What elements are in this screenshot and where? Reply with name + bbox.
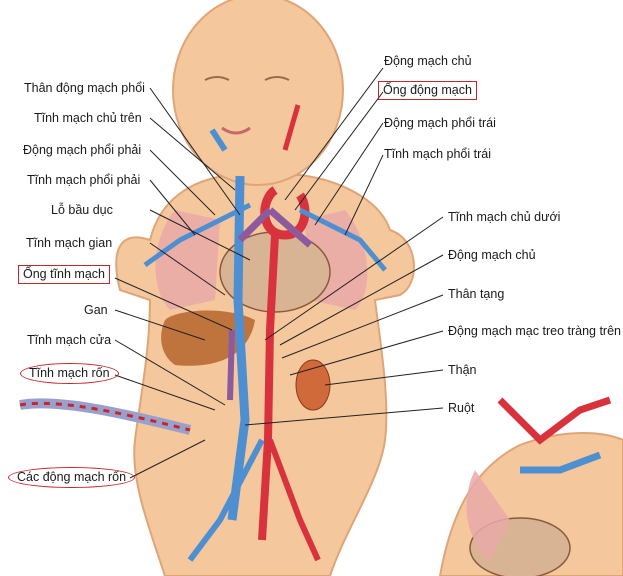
label-left-pulmonary-artery: Động mạch phổi trái <box>384 116 496 130</box>
label-ductus-venosus: Ống tĩnh mạch <box>18 265 110 284</box>
label-umbilical-vein: Tĩnh mạch rốn <box>20 363 119 384</box>
label-kidney: Thận <box>448 363 477 377</box>
label-left-pulmonary-vein: Tĩnh mạch phổi trái <box>384 147 491 161</box>
label-pulmonary-trunk: Thân động mạch phổi <box>24 81 145 95</box>
label-intestine: Ruột <box>448 401 475 415</box>
label-right-pulmonary-artery: Động mạch phổi phải <box>23 143 142 157</box>
label-aorta-top: Động mạch chủ <box>384 54 472 68</box>
label-intermediate-vein: Tĩnh mạch gian <box>26 236 113 250</box>
label-celiac-trunk: Thân tạng <box>448 287 505 301</box>
label-superior-vena-cava: Tĩnh mạch chủ trên <box>34 111 142 125</box>
label-right-pulmonary-vein: Tĩnh mạch phổi phải <box>27 173 141 187</box>
label-foramen-ovale: Lỗ bầu dục <box>51 203 113 217</box>
label-aorta: Động mạch chủ <box>448 248 536 262</box>
label-portal-vein: Tĩnh mạch cửa <box>27 333 112 347</box>
label-liver: Gan <box>84 303 108 317</box>
label-superior-mesenteric-artery: Động mạch mạc treo tràng trên <box>448 324 621 338</box>
blood-vessels <box>143 104 612 562</box>
leader-lines <box>114 67 444 479</box>
label-inferior-vena-cava: Tĩnh mạch chủ dưới <box>448 210 561 224</box>
label-ductus-arteriosus: Ống động mạch <box>378 81 477 100</box>
organs <box>155 210 571 576</box>
label-umbilical-arteries: Các động mạch rốn <box>8 467 136 488</box>
